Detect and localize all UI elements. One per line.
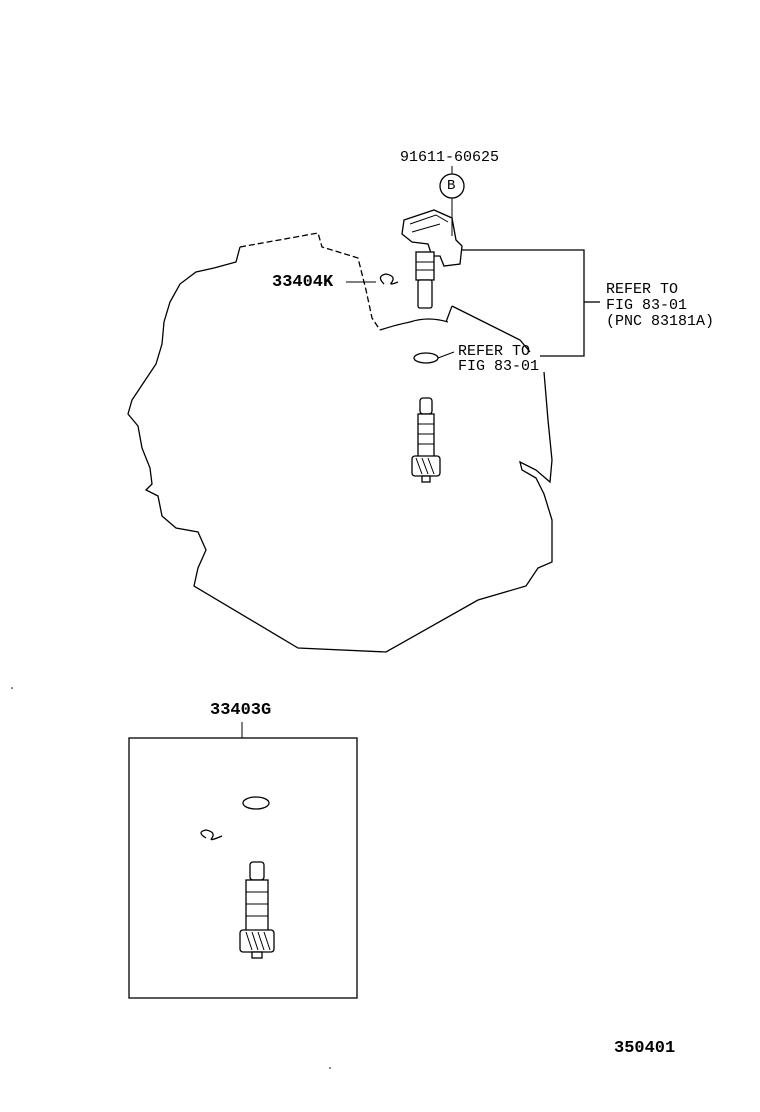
kit-clip (200, 829, 223, 841)
kit-gear-shaft (239, 861, 275, 959)
clip-33404k (346, 273, 399, 285)
o-ring (413, 351, 455, 364)
stray-dot (11, 687, 13, 689)
driven-gear-shaft (411, 397, 441, 483)
clip-part-number: 33404K (272, 273, 334, 292)
speed-sensor (401, 209, 463, 309)
refer-right-line-1: REFER TO (606, 281, 679, 298)
figure-number: 350401 (614, 1039, 676, 1058)
refer-bracket (462, 249, 600, 357)
transmission-housing-outline (127, 232, 553, 653)
stray-dot (329, 1067, 331, 1069)
kit-o-ring (242, 796, 270, 810)
refer-right-line-3: (PNC 83181A) (606, 313, 715, 330)
refer-right-line-2: FIG 83-01 (606, 297, 688, 314)
refer-center-line-1: REFER TO (458, 343, 531, 360)
refer-center-line-2: FIG 83-01 (458, 358, 540, 375)
callout-b-letter: B (447, 178, 456, 194)
kit-part-number: 33403G (210, 701, 272, 720)
sensor-part-number: 91611-60625 (400, 149, 500, 166)
callout-b-marker (439, 166, 465, 236)
kit-box (128, 722, 358, 999)
